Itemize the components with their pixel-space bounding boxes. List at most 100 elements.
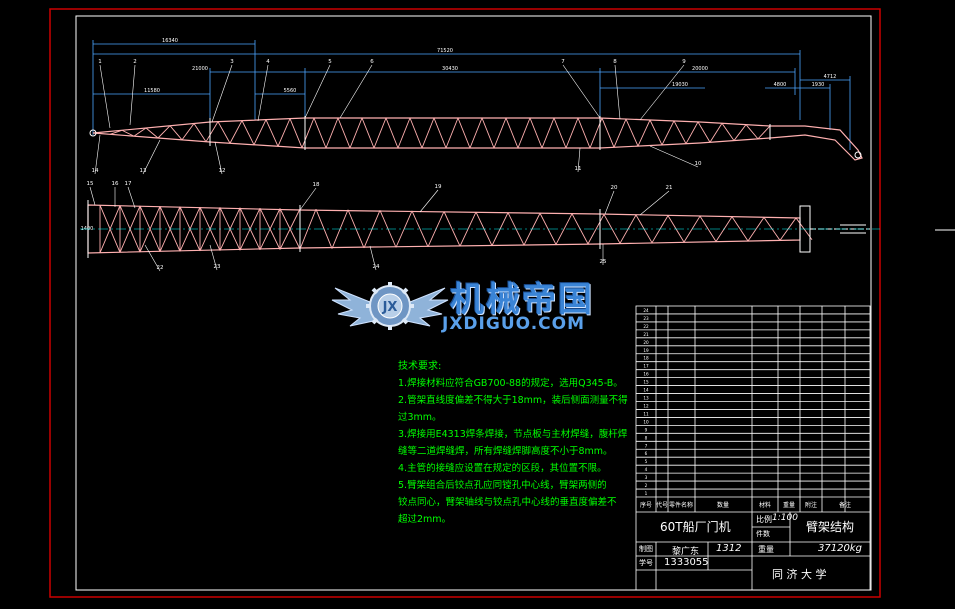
bom-row-number: 12 (643, 403, 649, 408)
bom-row-number: 13 (643, 396, 649, 401)
part-number-label: 25 (600, 259, 607, 265)
leader-line (649, 145, 699, 168)
tech-note-line: 铰点同心，臂架轴线与铰点孔中心线的垂直度偏差不 (398, 497, 617, 508)
watermark-logo: JX 机械帝国 JXDIGUO.COM (330, 270, 630, 346)
leader-line (99, 64, 111, 129)
part-number-label: 4 (266, 59, 270, 65)
part-number-label: 21 (666, 185, 673, 191)
truss-web-member (649, 119, 663, 146)
bom-row-number: 10 (643, 419, 649, 424)
truss-web-member (145, 127, 159, 139)
bom-row-number: 3 (645, 475, 648, 480)
bom-row-number: 19 (643, 348, 649, 353)
dimension-lines (92, 40, 851, 150)
truss-web-member (541, 117, 555, 149)
truss-web-member (109, 129, 123, 135)
scale-label: 比例 (756, 515, 772, 524)
truss-web-member (673, 120, 687, 144)
part-number-label: 2 (133, 59, 137, 65)
leader-line (129, 64, 136, 126)
truss-web-member (433, 117, 447, 149)
dim-d7: 4800 (774, 82, 787, 88)
truss-web-member (139, 206, 161, 253)
truss-web-member (409, 117, 423, 149)
truss-web-member (685, 121, 699, 144)
outer-frame (49, 8, 881, 598)
inner-frame (75, 15, 872, 591)
truss-web-member (661, 120, 675, 146)
truss-web-member (289, 118, 303, 148)
leader-line (639, 190, 670, 216)
leader-line (304, 64, 331, 119)
bom-row-number: 15 (643, 380, 649, 385)
gear-wings-icon: JX (331, 282, 449, 330)
truss-web-member (421, 117, 435, 149)
truss-web-member (637, 119, 651, 147)
part-number-label: 23 (214, 264, 221, 270)
truss-web-member (587, 214, 605, 245)
truss-web-member (205, 121, 219, 142)
title-block (635, 305, 871, 591)
drawn-label: 制图 (639, 545, 653, 553)
truss-web-member (217, 121, 231, 144)
bom-row-number: 22 (643, 324, 649, 329)
technical-notes: 技术要求: 1.焊接材料应符合GB700-88的规定，选用Q345-B。 2.管… (398, 358, 630, 528)
bom-row-number: 4 (645, 467, 648, 472)
truss-web-member (613, 118, 627, 148)
bom-row-number: 11 (643, 411, 649, 416)
truss-web-member (457, 117, 471, 149)
part-number-label: 15 (87, 181, 94, 187)
bom-header-remark: 备注 (839, 501, 851, 509)
weight-label: 重量 (758, 545, 774, 554)
truss-web-member (169, 125, 183, 141)
bom-row-number: 18 (643, 356, 649, 361)
bom-row-number: 23 (643, 316, 649, 321)
truss-web-member (577, 117, 591, 149)
truss-web-member (697, 121, 711, 143)
student-no: 1333055 (664, 557, 709, 568)
bom-header-material: 材料 (759, 501, 771, 509)
svg-text:JX: JX (382, 300, 398, 315)
leader-line (209, 244, 218, 271)
dim-d5: 19030 (672, 82, 688, 88)
truss-web-member (99, 205, 121, 253)
dim-d9: 1930 (812, 82, 825, 88)
dim-d6: 20000 (692, 66, 708, 72)
part-number-label: 22 (157, 265, 164, 271)
leader-line (639, 64, 685, 121)
truss-web-member (279, 208, 301, 250)
truss-web-member (443, 211, 461, 247)
truss-web-member (505, 117, 519, 149)
watermark-text-cn: 机械帝国 (450, 280, 594, 320)
truss-web-member (445, 117, 459, 149)
part-number-label: 18 (313, 182, 320, 188)
part-number-label: 7 (561, 59, 565, 65)
truss-web-member (699, 215, 717, 242)
truss-web-member (299, 208, 317, 250)
truss-web-member (553, 117, 567, 149)
leader-line (299, 187, 317, 211)
truss-web-member (157, 125, 171, 139)
tech-note-line: 5.臂架组合后铰点孔应同镗孔中心线，臂架两侧的 (398, 480, 607, 491)
dim-d8: 4712 (824, 74, 837, 80)
truss-web-member (745, 124, 759, 140)
truss-web-member (517, 117, 531, 149)
tech-note-line: 3.焊接用E4313焊条焊接，节点板与主材焊缝，腹杆焊 (398, 429, 628, 440)
truss-web-member (555, 213, 573, 245)
leader-line (562, 64, 601, 119)
part-number-label: 16 (112, 181, 119, 187)
truss-web-member (733, 124, 747, 141)
boom-elevation (89, 116, 863, 161)
leader-line (577, 147, 581, 173)
drawing-title: 60T船厂门机 (660, 520, 731, 534)
boom-plan (80, 200, 880, 258)
truss-web-member (133, 127, 147, 137)
dim-d3: 5560 (284, 88, 297, 94)
leader-line (214, 141, 223, 175)
tech-note-line: 过3mm。 (398, 412, 442, 423)
bom-row-number: 8 (645, 435, 648, 440)
leader-line (94, 134, 101, 175)
bom-row-number: 2 (645, 483, 648, 488)
tech-note-line: 4.主管的接缝应设置在规定的区段，其位置不限。 (398, 463, 607, 474)
part-number-label: 20 (611, 185, 618, 191)
